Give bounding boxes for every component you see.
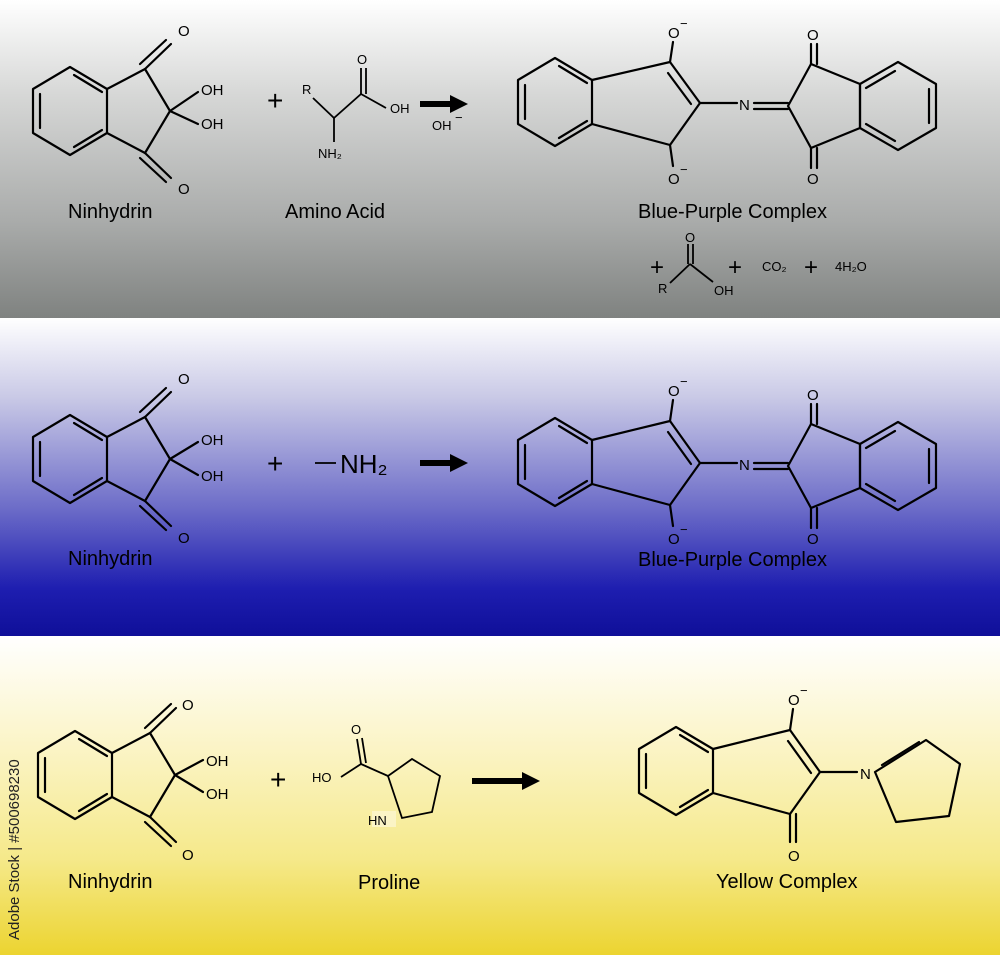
carboxyl-hydroxyl-label: HO	[312, 770, 332, 785]
charge-sign: −	[455, 110, 463, 125]
reaction-scheme-amine: O O OH OH Ninhydrin + NH₂	[31, 371, 938, 571]
catalyst-hydroxide-label: OH	[432, 118, 452, 133]
plus-sign: +	[267, 448, 283, 479]
ruhemann-purple-structure: O − O − N O O	[516, 16, 938, 188]
charge-sign: −	[800, 683, 808, 698]
hydroxyl-label: OH	[714, 283, 734, 298]
imine-nitrogen-label: N	[739, 97, 750, 114]
yellow-complex-structure: O − O N	[637, 683, 962, 865]
byproducts: + O R OH + CO₂ + 4H₂O	[650, 230, 867, 298]
reaction-scheme-amino-acid: O O OH OH Ninhydrin + R O OH NH₂ Blue-Pu…	[31, 16, 938, 298]
carboxyl-oxygen-label: O	[351, 722, 361, 737]
r-group-label: R	[302, 82, 311, 97]
carbonyl-oxygen-label: O	[788, 848, 800, 865]
imine-nitrogen-label: N	[739, 457, 750, 474]
carboxyl-hydroxyl-label: OH	[390, 101, 410, 116]
ruhemann-purple-structure: O − O − N O O	[516, 374, 938, 548]
amino-acid-structure: R O OH NH₂	[302, 52, 410, 161]
plus-sign: +	[650, 254, 664, 281]
carbonyl-oxygen-label: O	[807, 531, 819, 548]
reactant-name-ninhydrin: Ninhydrin	[68, 201, 152, 223]
reactant-name-proline: Proline	[358, 872, 420, 894]
carbonyl-oxygen-label: O	[178, 530, 190, 547]
enolate-oxygen-label: O	[788, 692, 800, 709]
reactant-name-ninhydrin: Ninhydrin	[68, 871, 152, 893]
reaction-arrow	[420, 454, 468, 472]
carbonyl-oxygen-label: O	[182, 847, 194, 864]
proline-structure: HO O HN	[312, 722, 442, 828]
enolate-oxygen-label: O	[668, 531, 680, 548]
stock-watermark: Adobe Stock | #500698230	[4, 700, 28, 940]
hydroxyl-label: OH	[201, 432, 224, 449]
hydroxyl-label: OH	[206, 753, 229, 770]
carbonyl-oxygen-label: O	[182, 697, 194, 714]
carbonyl-oxygen-label: O	[807, 171, 819, 188]
byproduct-carbon-dioxide: CO₂	[762, 259, 787, 274]
product-name-blue-purple: Blue-Purple Complex	[638, 201, 827, 223]
charge-sign: −	[680, 374, 688, 389]
r-group-label: R	[658, 281, 667, 296]
hydroxyl-label: OH	[206, 786, 229, 803]
carbonyl-oxygen-label: O	[807, 387, 819, 404]
enolate-oxygen-label: O	[668, 171, 680, 188]
amine-label: NH₂	[318, 146, 342, 161]
carbonyl-oxygen-label: O	[685, 230, 695, 245]
hydroxyl-label: OH	[201, 82, 224, 99]
ring-nitrogen-label: HN	[368, 813, 387, 828]
reaction-panel-amine: O O OH OH Ninhydrin + NH₂	[0, 318, 1000, 636]
reactant-amine-group: NH₂	[340, 449, 388, 479]
plus-sign: +	[270, 764, 286, 795]
hydroxyl-label: OH	[201, 468, 224, 485]
product-name-blue-purple: Blue-Purple Complex	[638, 549, 827, 571]
byproduct-water: 4H₂O	[835, 259, 867, 274]
enolate-oxygen-label: O	[668, 25, 680, 42]
product-name-yellow-complex: Yellow Complex	[716, 871, 858, 893]
carbonyl-oxygen-label: O	[178, 23, 190, 40]
reaction-scheme-proline: O O OH OH Ninhydrin + HO O HN Proline	[36, 683, 962, 894]
carbonyl-oxygen-label: O	[178, 371, 190, 388]
reactant-name-ninhydrin: Ninhydrin	[68, 548, 152, 570]
reaction-arrow	[472, 772, 540, 790]
enolate-oxygen-label: O	[668, 383, 680, 400]
hydroxyl-label: OH	[201, 116, 224, 133]
watermark-text: Adobe Stock | #500698230	[6, 759, 23, 940]
plus-sign: +	[728, 254, 742, 281]
carboxyl-oxygen-label: O	[357, 52, 367, 67]
iminium-nitrogen-label: N	[860, 766, 871, 783]
reaction-panel-proline: O O OH OH Ninhydrin + HO O HN Proline	[0, 636, 1000, 955]
plus-sign: +	[267, 85, 283, 116]
reaction-arrow	[420, 95, 468, 113]
charge-sign: −	[680, 16, 688, 31]
ninhydrin-structure: O O OH OH	[36, 697, 229, 864]
carbonyl-oxygen-label: O	[807, 27, 819, 44]
ninhydrin-structure: O O OH OH	[31, 371, 224, 547]
charge-sign: −	[680, 522, 688, 537]
ninhydrin-structure: O O OH OH	[31, 23, 224, 198]
carbonyl-oxygen-label: O	[178, 181, 190, 198]
plus-sign: +	[804, 254, 818, 281]
charge-sign: −	[680, 162, 688, 177]
reactant-name-amino-acid: Amino Acid	[285, 201, 385, 223]
reaction-panel-amino-acid: O O OH OH Ninhydrin + R O OH NH₂ Blue-Pu…	[0, 0, 1000, 318]
